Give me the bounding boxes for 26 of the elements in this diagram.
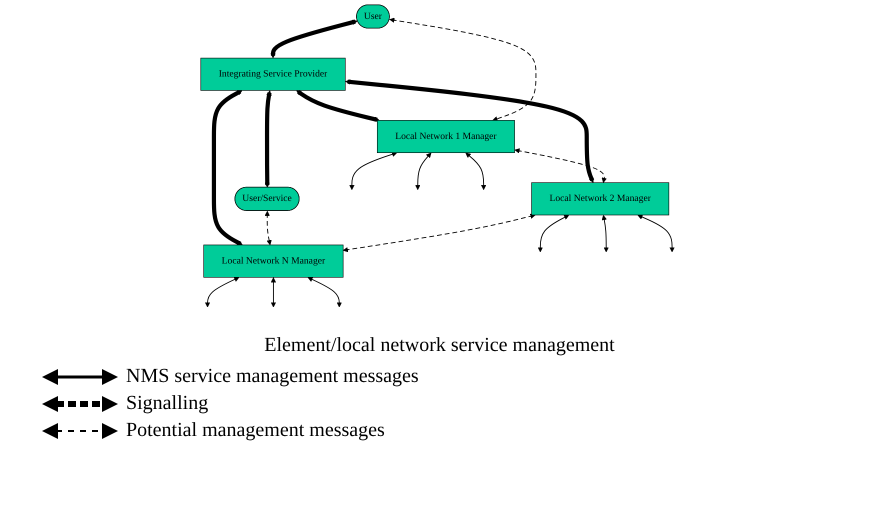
arrow [537,214,569,252]
arrow [344,79,594,183]
arrow [414,152,432,190]
node-box: Local Network 1 Manager [376,120,515,154]
legend-text: Signalling [126,392,208,415]
arrow [342,214,536,252]
arrow [465,152,486,190]
arrow [264,90,272,188]
arrow [601,215,609,252]
legend-text: NMS service management messages [126,365,419,388]
arrow [296,90,380,122]
arrow [270,20,358,58]
arrow [637,214,674,252]
arrow [389,18,536,122]
node-box: Integrating Service Provider [200,58,346,91]
arrow [212,90,242,246]
node-box: Local Network N Manager [203,244,344,278]
legend-text: Potential management messages [126,419,385,442]
arrow [307,277,342,308]
arrow [348,152,397,190]
caption-text: Element/local network service management [264,334,615,357]
arrow [204,277,239,308]
arrow [270,277,276,308]
arrow [264,210,272,246]
node-box: Local Network 2 Manager [530,182,669,216]
arrow [514,148,606,183]
